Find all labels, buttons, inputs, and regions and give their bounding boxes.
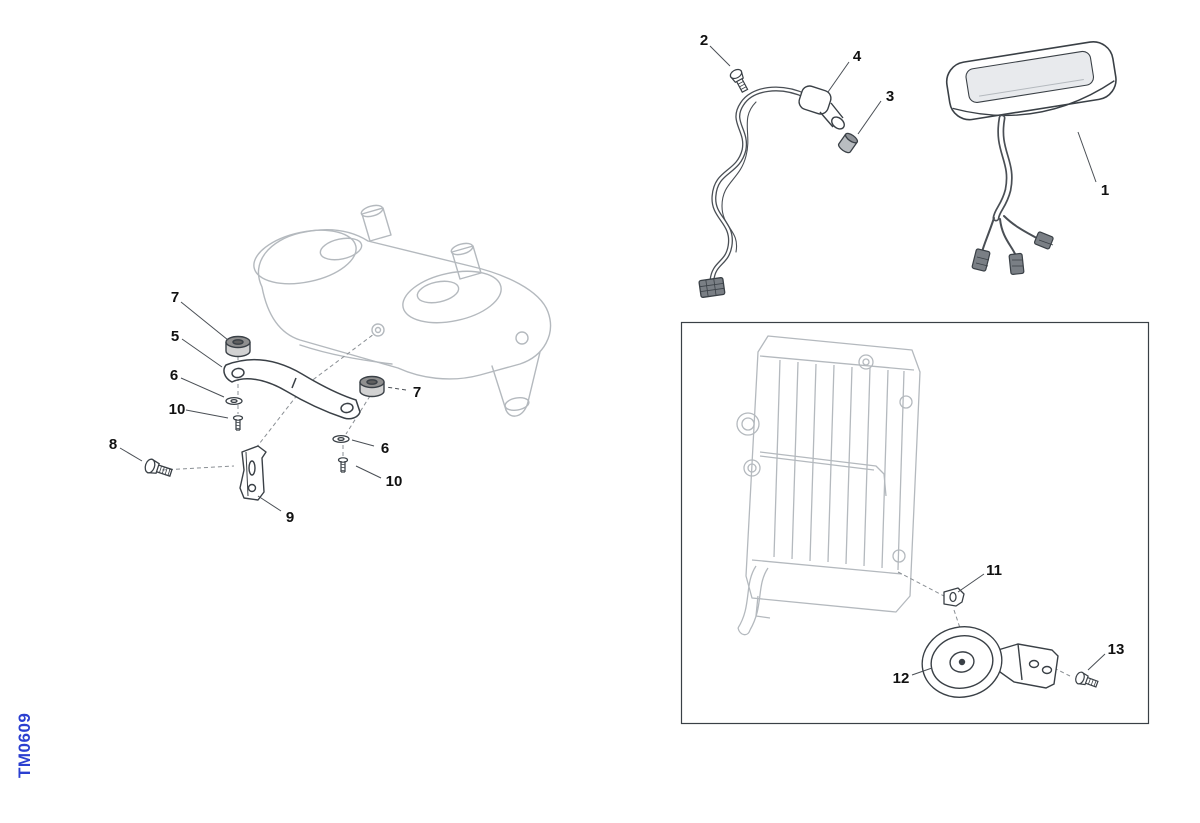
callout-horn-bolt: 13 (1108, 641, 1125, 658)
sensor-cable (709, 86, 809, 283)
sensor-cap-part (837, 132, 859, 154)
detail-panel-border (680, 321, 1150, 725)
callout-support-bracket: 9 (286, 509, 294, 526)
callout-grommet-left: 7 (171, 289, 179, 306)
callout-sensor-screw: 2 (700, 32, 708, 49)
callout-mount-bracket: 5 (171, 328, 179, 345)
horn-bolt-part (1075, 671, 1099, 688)
speed-sensor-part (798, 85, 845, 130)
callout-sensor-cap: 3 (886, 88, 894, 105)
washer-right-part (332, 434, 350, 444)
hex-bolt-part (144, 458, 173, 477)
callout-screw-right: 10 (386, 473, 403, 490)
grommet-right-part (359, 375, 385, 398)
grommet-left-part (225, 335, 251, 358)
instrument-harness (981, 114, 1041, 257)
callout-horn: 12 (893, 670, 910, 687)
callout-instrument: 1 (1101, 182, 1109, 199)
washer-left-part (225, 396, 243, 406)
callout-horn-clip: 11 (986, 562, 1002, 579)
callout-hex-bolt: 8 (109, 436, 117, 453)
drawing-code: TM0609 (15, 713, 34, 778)
screw-left-part (232, 415, 244, 431)
callout-speed-sensor: 4 (853, 48, 862, 65)
callout-washer-left: 6 (170, 367, 178, 384)
cable-connector (698, 277, 726, 298)
horn-clip-part (943, 587, 965, 607)
callout-grommet-right: 7 (413, 384, 421, 401)
screw-right-part (337, 457, 349, 473)
triple-clamp-drawing (253, 204, 552, 417)
leader-lines (119, 45, 1106, 676)
callout-washer-right: 6 (381, 440, 389, 457)
instrument-connectors (971, 231, 1054, 275)
horn-part (921, 626, 1059, 698)
mount-bracket-part (223, 359, 361, 420)
instrument-cluster-part (945, 41, 1117, 121)
radiator-drawing (736, 335, 921, 636)
sensor-screw-part (729, 68, 749, 93)
callout-screw-left: 10 (169, 401, 186, 418)
support-bracket-part (239, 445, 267, 501)
